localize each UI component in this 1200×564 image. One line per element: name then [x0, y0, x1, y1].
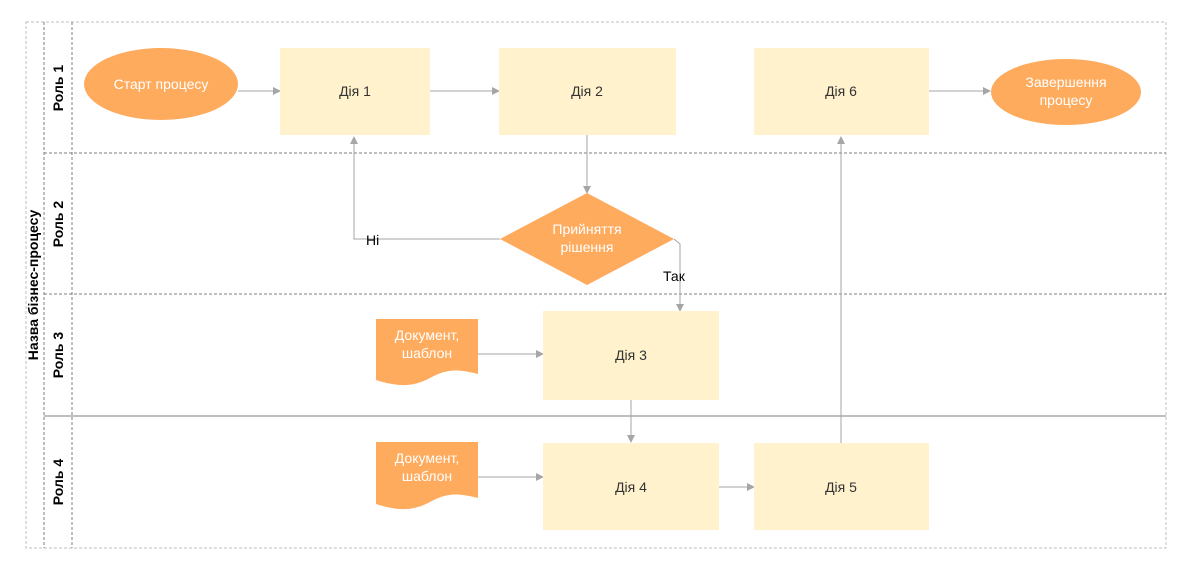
lane-separators: [44, 152, 1166, 417]
node-action-1: Дія 1: [280, 48, 430, 135]
pool-title: Назва бізнес-процесу: [25, 210, 41, 361]
edge-decision-to-a3: [673, 238, 684, 312]
node-decision-line-1: Прийняття: [552, 221, 621, 237]
node-decision-line-2: рішення: [561, 239, 614, 255]
node-document-2-line-2: шаблон: [402, 468, 452, 484]
node-action-2-label: Дія 2: [571, 83, 603, 99]
node-end: Завершення процесу: [991, 59, 1141, 125]
connectors: [238, 87, 991, 491]
pool-frame: [25, 21, 1167, 549]
node-action-3: Дія 3: [543, 311, 719, 400]
node-action-1-label: Дія 1: [339, 83, 371, 99]
node-action-6-label: Дія 6: [825, 83, 857, 99]
node-action-2: Дія 2: [499, 48, 676, 135]
node-action-4: Дія 4: [543, 443, 719, 530]
node-action-5: Дія 5: [754, 443, 929, 530]
node-start: Старт процесу: [84, 48, 238, 120]
node-decision: Прийняття рішення: [500, 193, 674, 285]
node-end-line-2: процесу: [1040, 92, 1093, 108]
node-action-4-label: Дія 4: [615, 479, 647, 495]
edge-label-no: Ні: [366, 232, 379, 248]
edge-label-yes: Так: [663, 268, 686, 284]
node-start-label: Старт процесу: [114, 76, 209, 92]
lane-label-role-2: Роль 2: [50, 201, 66, 248]
lane-label-role-4: Роль 4: [50, 459, 66, 506]
lane-label-role-3: Роль 3: [50, 332, 66, 379]
node-document-1: Документ, шаблон: [376, 319, 478, 386]
edge-decision-to-a1: [350, 136, 500, 240]
node-document-1-line-1: Документ,: [395, 327, 459, 343]
node-action-6: Дія 6: [754, 48, 929, 135]
node-action-5-label: Дія 5: [825, 479, 857, 495]
node-document-1-line-2: шаблон: [402, 345, 452, 361]
node-document-2-line-1: Документ,: [395, 450, 459, 466]
lane-label-role-1: Роль 1: [50, 65, 66, 112]
node-action-3-label: Дія 3: [615, 347, 647, 363]
node-end-line-1: Завершення: [1025, 74, 1106, 90]
node-document-2: Документ, шаблон: [376, 442, 478, 510]
